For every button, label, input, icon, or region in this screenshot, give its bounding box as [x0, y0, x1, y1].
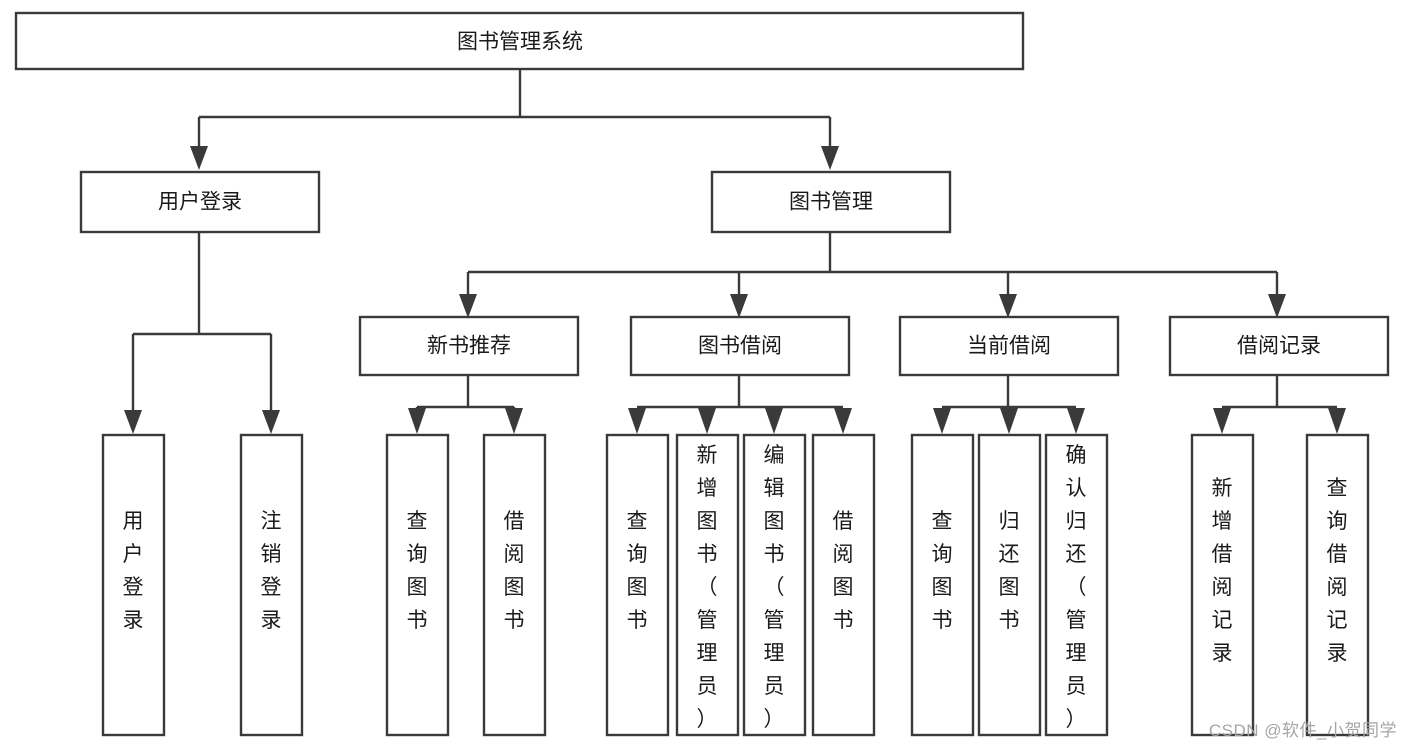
- arrow-book-management: [821, 146, 839, 170]
- node-leaf-user-login-box[interactable]: [101, 433, 166, 737]
- node-new-book-recommend-box[interactable]: [358, 315, 580, 377]
- node-leaf-query-book-2-box[interactable]: [605, 433, 670, 737]
- node-user-login[interactable]: 用户登录: [79, 170, 321, 234]
- arrow-leaf-user-login: [124, 410, 142, 434]
- node-borrow-record[interactable]: 借阅记录: [1168, 315, 1390, 377]
- arrow-leaf-query-book-3: [933, 408, 951, 434]
- arrow-borrow-record: [1268, 294, 1286, 318]
- connector-layer: [124, 69, 1346, 434]
- node-leaf-query-book-3-label: 查询图书: [932, 510, 953, 632]
- node-leaf-query-book-1-box[interactable]: [385, 433, 450, 737]
- node-leaf-edit-book-label: 编辑图书（管理员）: [764, 444, 785, 731]
- node-leaf-borrow-book-1-label: 借阅图书: [504, 510, 525, 632]
- node-leaf-query-book-3[interactable]: 查询图书: [910, 433, 975, 737]
- node-leaf-query-record-box[interactable]: [1305, 433, 1370, 737]
- node-leaf-borrow-book-1[interactable]: 借阅图书: [482, 433, 547, 737]
- node-leaf-user-logout-box[interactable]: [239, 433, 304, 737]
- arrow-book-borrow: [730, 294, 748, 318]
- node-leaf-borrow-book-2-label: 借阅图书: [833, 510, 854, 632]
- arrow-leaf-add-record: [1213, 408, 1231, 434]
- node-book-borrow[interactable]: 图书借阅: [629, 315, 851, 377]
- arrow-leaf-borrow-book-2: [834, 408, 852, 434]
- node-leaf-return-book[interactable]: 归还图书: [977, 433, 1042, 737]
- node-book-management-box[interactable]: [710, 170, 952, 234]
- arrow-leaf-borrow-book-1: [505, 408, 523, 434]
- arrow-leaf-query-book-2: [628, 408, 646, 434]
- node-book-management-label: 图书管理: [789, 191, 873, 214]
- arrow-leaf-query-book-1: [408, 408, 426, 434]
- node-leaf-return-book-box[interactable]: [977, 433, 1042, 737]
- node-leaf-add-book[interactable]: 新增图书（管理员）: [675, 433, 740, 737]
- node-current-borrow-label: 当前借阅: [967, 335, 1051, 358]
- node-leaf-borrow-book-2-box[interactable]: [811, 433, 876, 737]
- node-root-label: 图书管理系统: [457, 31, 583, 54]
- arrow-leaf-confirm-return: [1067, 408, 1085, 434]
- node-book-borrow-label: 图书借阅: [698, 335, 782, 358]
- node-borrow-record-label: 借阅记录: [1237, 335, 1321, 358]
- node-leaf-confirm-return-box[interactable]: [1044, 433, 1109, 737]
- node-leaf-query-book-2-label: 查询图书: [627, 510, 648, 632]
- node-borrow-record-box[interactable]: [1168, 315, 1390, 377]
- node-leaf-add-record-box[interactable]: [1190, 433, 1255, 737]
- node-leaf-return-book-label: 归还图书: [999, 510, 1020, 632]
- arrow-leaf-query-record: [1328, 408, 1346, 434]
- node-root-box[interactable]: [14, 11, 1025, 71]
- node-leaf-borrow-book-1-box[interactable]: [482, 433, 547, 737]
- node-leaf-edit-book[interactable]: 编辑图书（管理员）: [742, 433, 807, 737]
- node-new-book-recommend[interactable]: 新书推荐: [358, 315, 580, 377]
- node-leaf-query-book-1[interactable]: 查询图书: [385, 433, 450, 737]
- arrow-leaf-add-book: [698, 408, 716, 434]
- node-leaf-user-login-label: 用户登录: [123, 510, 144, 632]
- node-book-borrow-box[interactable]: [629, 315, 851, 377]
- node-current-borrow-box[interactable]: [898, 315, 1120, 377]
- node-leaf-borrow-book-2[interactable]: 借阅图书: [811, 433, 876, 737]
- arrow-current-borrow: [999, 294, 1017, 318]
- node-new-book-recommend-label: 新书推荐: [427, 335, 511, 358]
- node-root[interactable]: 图书管理系统: [14, 11, 1025, 71]
- node-user-login-label: 用户登录: [158, 191, 242, 214]
- node-leaf-user-logout-label: 注销登录: [261, 510, 282, 632]
- arrow-leaf-edit-book: [765, 408, 783, 434]
- arrow-user-login: [190, 146, 208, 170]
- node-leaf-edit-book-box[interactable]: [742, 433, 807, 737]
- arrow-new-book-recommend: [459, 294, 477, 318]
- node-current-borrow[interactable]: 当前借阅: [898, 315, 1120, 377]
- node-leaf-query-book-2[interactable]: 查询图书: [605, 433, 670, 737]
- node-leaf-add-record[interactable]: 新增借阅记录: [1190, 433, 1255, 737]
- node-leaf-add-record-label: 新增借阅记录: [1212, 477, 1233, 665]
- node-leaf-confirm-return[interactable]: 确认归还（管理员）: [1044, 433, 1109, 737]
- node-leaf-query-record-label: 查询借阅记录: [1327, 477, 1348, 665]
- node-leaf-query-book-3-box[interactable]: [910, 433, 975, 737]
- node-leaf-confirm-return-label: 确认归还（管理员）: [1066, 444, 1087, 731]
- node-leaf-query-record[interactable]: 查询借阅记录: [1305, 433, 1370, 737]
- node-leaf-user-logout[interactable]: 注销登录: [239, 433, 304, 737]
- node-leaf-add-book-label: 新增图书（管理员）: [697, 444, 718, 731]
- node-book-management[interactable]: 图书管理: [710, 170, 952, 234]
- arrow-leaf-return-book: [1000, 408, 1018, 434]
- node-leaf-query-book-1-label: 查询图书: [407, 510, 428, 632]
- node-user-login-box[interactable]: [79, 170, 321, 234]
- node-leaf-user-login[interactable]: 用户登录: [101, 433, 166, 737]
- arrow-leaf-user-logout: [262, 410, 280, 434]
- node-leaf-add-book-box[interactable]: [675, 433, 740, 737]
- csdn-watermark: CSDN @软件_小贺同学: [1208, 721, 1397, 740]
